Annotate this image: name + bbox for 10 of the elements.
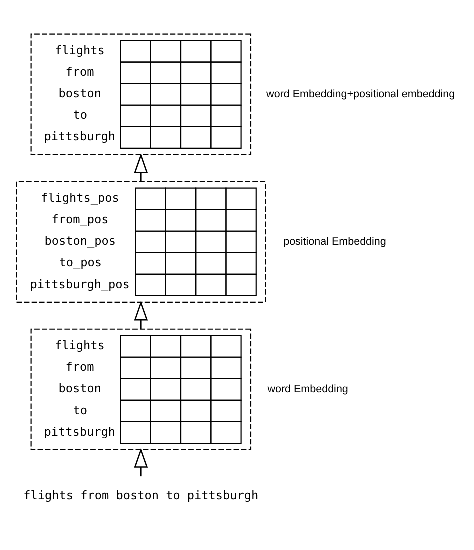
node-label: word Embedding+positional embedding — [266, 88, 456, 100]
node-label: positional Embedding — [284, 236, 386, 248]
arrow — [134, 153, 148, 182]
node-box: flights_pos from_pos boston_pos to_pos pittsburgh_pos — [16, 181, 266, 303]
arrow — [134, 448, 148, 477]
node-text: flights from boston to pittsburgh — [24, 488, 259, 502]
arrow — [134, 300, 148, 330]
node-box: flights from boston to pittsburgh — [30, 34, 252, 156]
node-box: flights from boston to pittsburgh — [30, 328, 252, 451]
node-label: word Embedding — [268, 383, 348, 396]
